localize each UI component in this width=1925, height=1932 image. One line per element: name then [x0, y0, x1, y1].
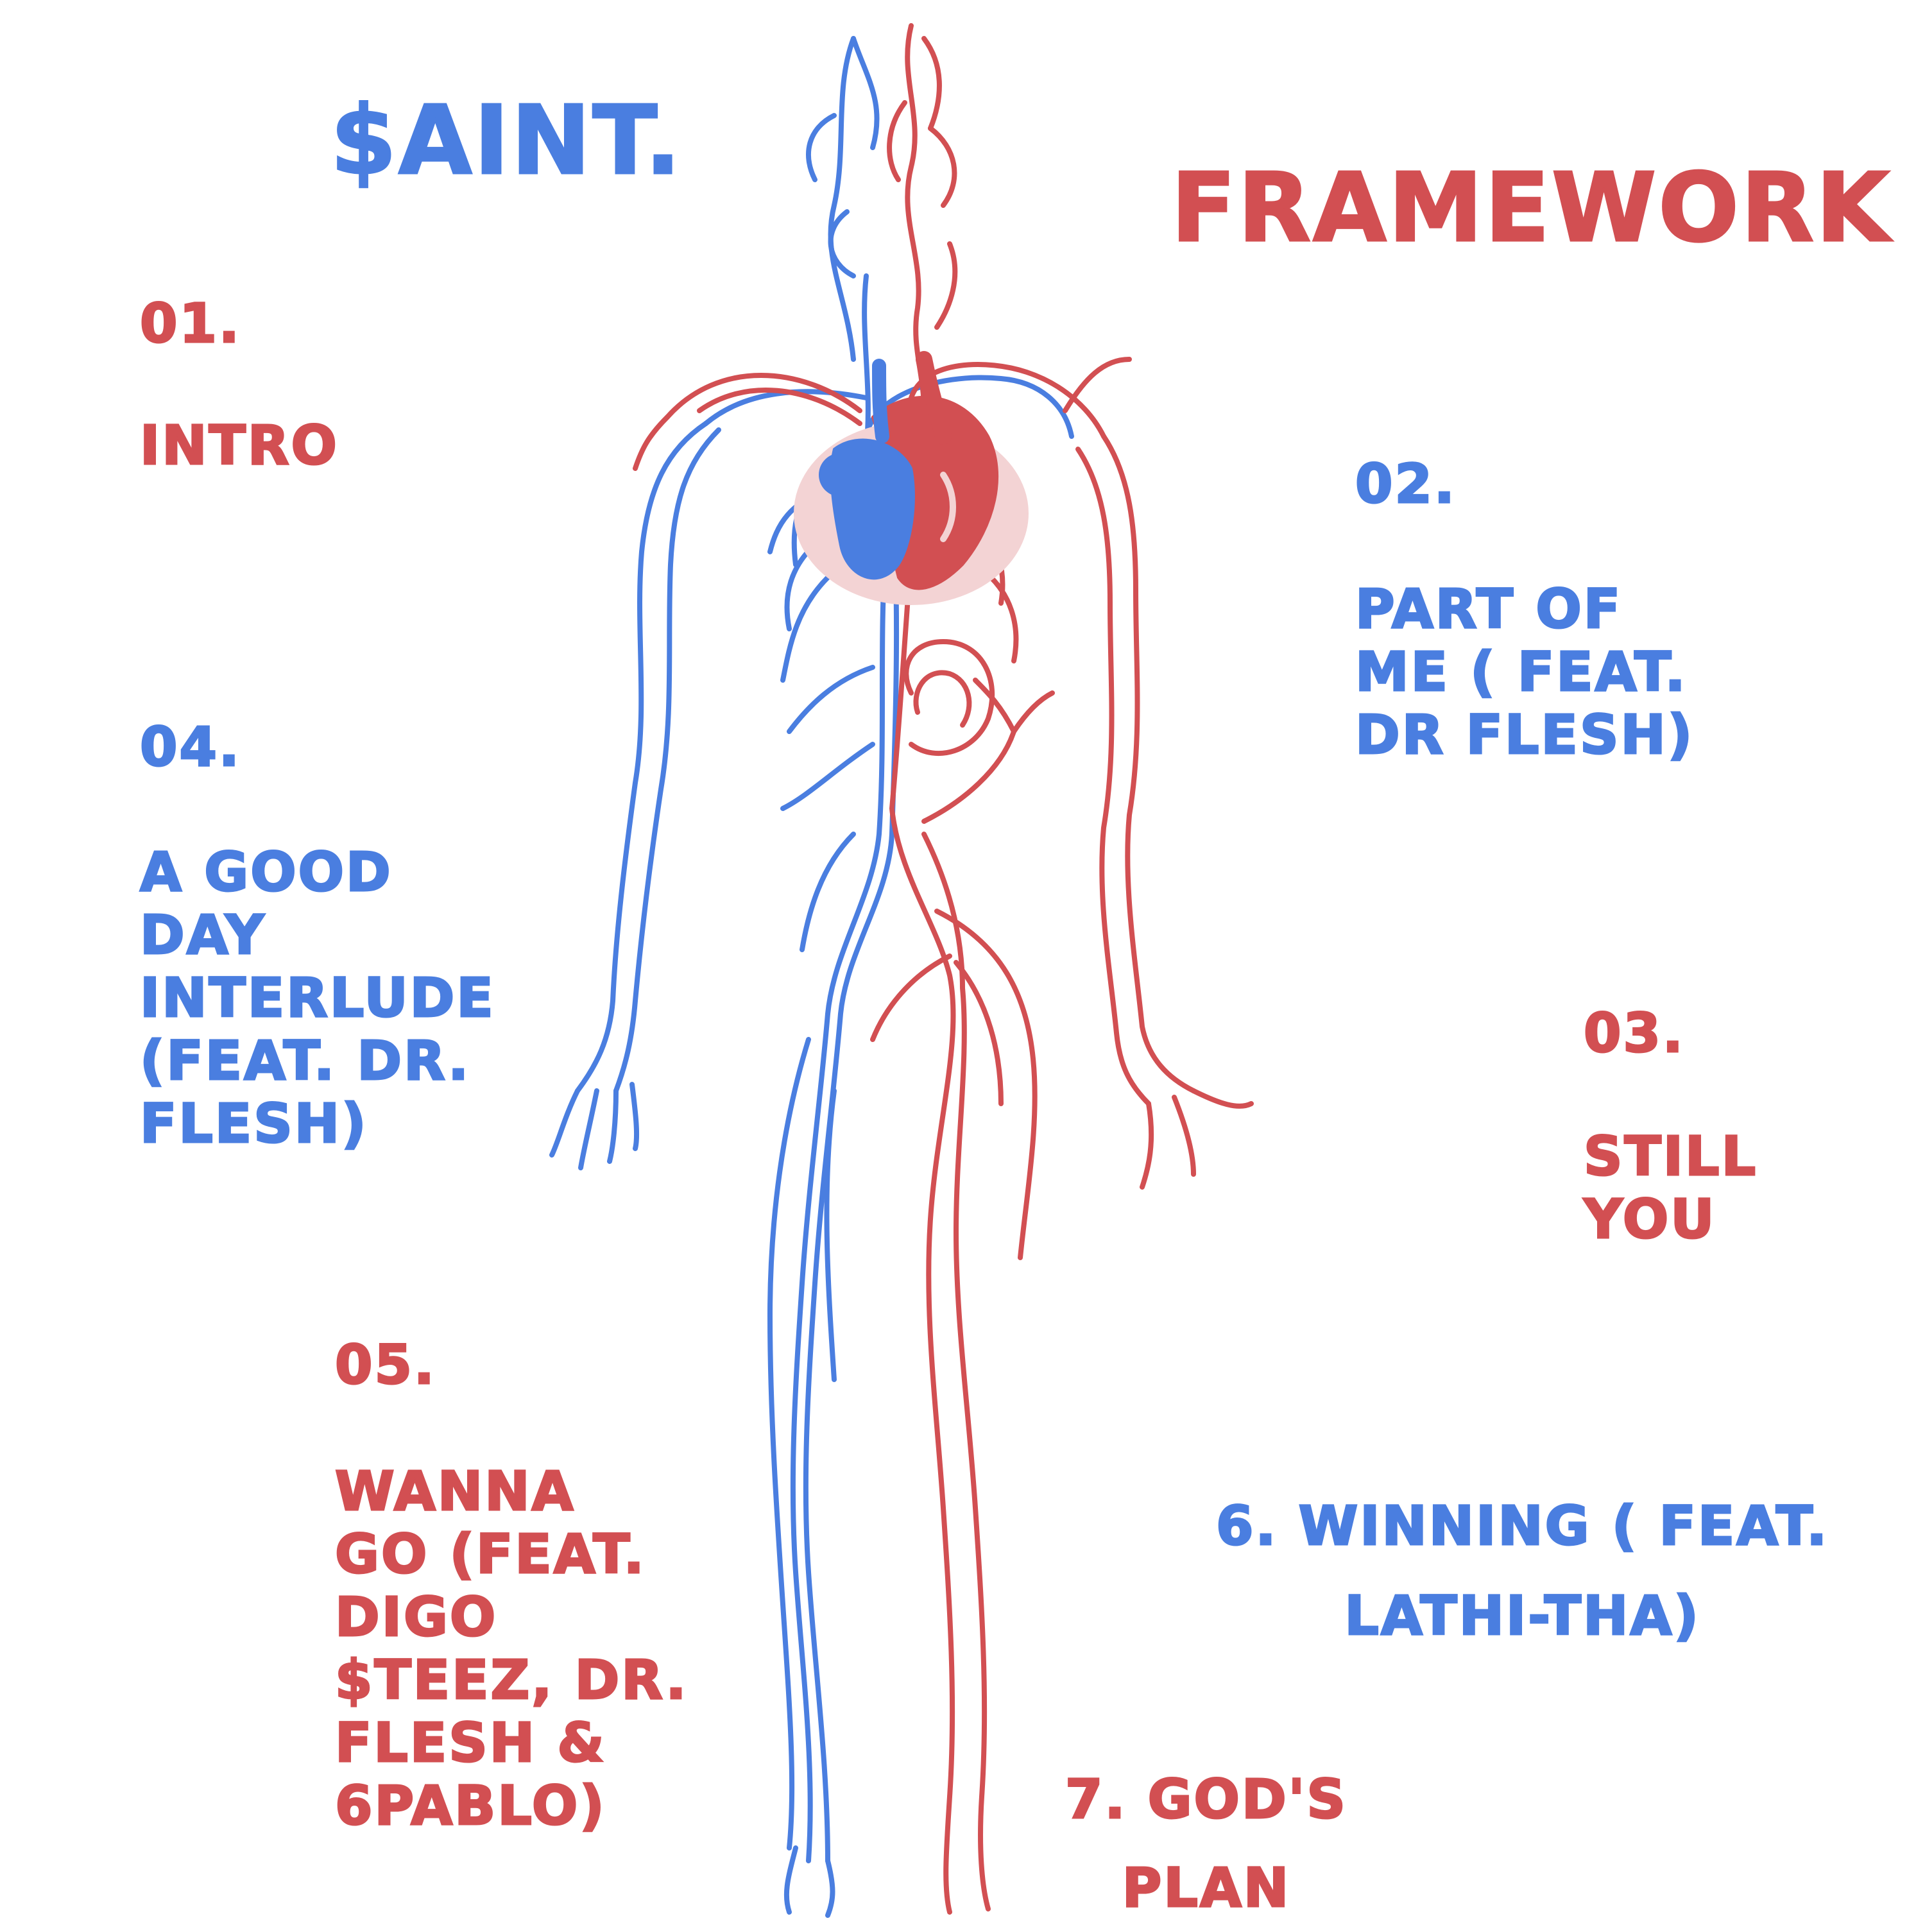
track-04-title-line: A GOOD [139, 840, 393, 905]
track-02-title-line: ME ( FEAT. [1354, 640, 1688, 705]
track-01-number: 01. [139, 292, 241, 355]
track-04-title-line: DAY [139, 903, 266, 968]
track-05-title-line: $TEEZ, DR. [334, 1648, 689, 1713]
track-01-title: INTRO [139, 413, 339, 478]
track-07-label-line: PLAN [1121, 1856, 1291, 1920]
album-title: FRAMEWORK [1170, 153, 1892, 263]
track-06-label-line: 6. WINNING ( FEAT. [1215, 1494, 1829, 1559]
track-04-title: A GOOD DAY INTERLUDE (FEAT. DR. FLESH) [139, 840, 495, 1156]
track-05-number: 05. [334, 1333, 436, 1396]
track-05-title: WANNA GO (FEAT. DIGO $TEEZ, DR. FLESH & … [334, 1459, 689, 1838]
track-03-number: 03. [1583, 1002, 1685, 1064]
track-07-label-line: 7. GOD'S [1065, 1767, 1348, 1832]
track-05-title-line: DIGO [334, 1585, 498, 1650]
track-07-label: 7. GOD'S PLAN [1065, 1755, 1348, 1932]
track-02-number: 02. [1355, 452, 1457, 515]
track-03-title: STILL YOU [1582, 1124, 1758, 1252]
heart-icon [794, 351, 1029, 605]
track-02-title-line: DR FLESH) [1354, 703, 1695, 767]
arteries-red [633, 23, 1254, 1915]
artist-name: $AINT. [329, 85, 683, 196]
track-03-title-line: STILL [1582, 1124, 1758, 1189]
track-04-title-line: (FEAT. DR. [139, 1029, 471, 1093]
track-05-title-line: 6PABLO) [334, 1774, 606, 1838]
track-04-title-line: INTERLUDE [139, 966, 495, 1030]
track-04-title-line: FLESH) [139, 1091, 368, 1156]
track-06-label: 6. WINNING ( FEAT. LATHI-THA) [1215, 1481, 1829, 1661]
track-05-title-line: FLESH & [334, 1711, 606, 1775]
track-06-label-line: LATHI-THA) [1344, 1584, 1700, 1648]
track-02-title-line: PART OF [1354, 577, 1623, 642]
track-04-number: 04. [139, 715, 241, 778]
track-05-title-line: GO (FEAT. [334, 1522, 646, 1587]
track-05-title-line: WANNA [334, 1459, 576, 1524]
track-02-title: PART OF ME ( FEAT. DR FLESH) [1354, 577, 1695, 767]
track-03-title-line: YOU [1582, 1187, 1716, 1252]
